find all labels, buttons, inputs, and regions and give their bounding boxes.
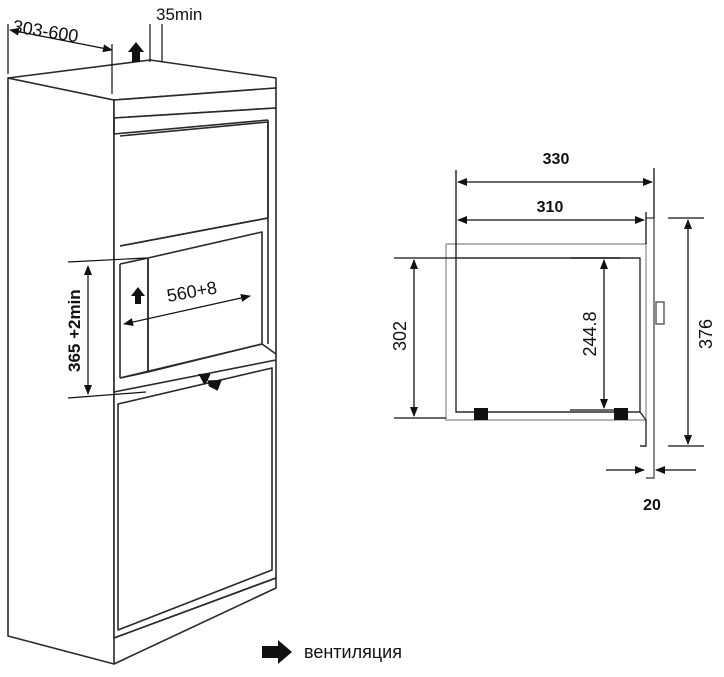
legend-label: вентиляция (304, 642, 402, 662)
ventilation-arrows (128, 42, 222, 391)
cabinet-side-panel (7, 77, 115, 665)
side-view-dimensions (394, 168, 704, 474)
outer-depth-label: 330 (543, 151, 570, 168)
vent-arrow-front-icon (198, 373, 222, 391)
cabinet-drawing (7, 59, 277, 665)
microwave-body (455, 257, 641, 413)
foot-right (614, 408, 628, 420)
door-handle (655, 301, 665, 325)
vent-arrow-top-icon (128, 42, 144, 62)
inner-height-label: 244.8 (580, 311, 600, 356)
microwave-side-view (445, 217, 665, 479)
cabinet-top-panel (7, 59, 277, 101)
top-gap-label: 35min (156, 5, 202, 24)
arrow-right-icon (262, 640, 292, 664)
inner-depth-label: 310 (537, 199, 564, 216)
body-height-label: 302 (390, 321, 410, 351)
frame-thickness-label: 20 (643, 497, 661, 514)
cabinet-lower-door (117, 367, 273, 631)
vent-arrow-niche-icon (131, 287, 145, 304)
cabinet-dimensions (7, 24, 251, 399)
foot-left (474, 408, 488, 420)
niche-height-label: 365 +2min (65, 289, 84, 372)
depth-label: 303-600 (11, 16, 79, 46)
frame-height-label: 376 (696, 319, 716, 349)
legend: вентиляция (262, 640, 402, 664)
